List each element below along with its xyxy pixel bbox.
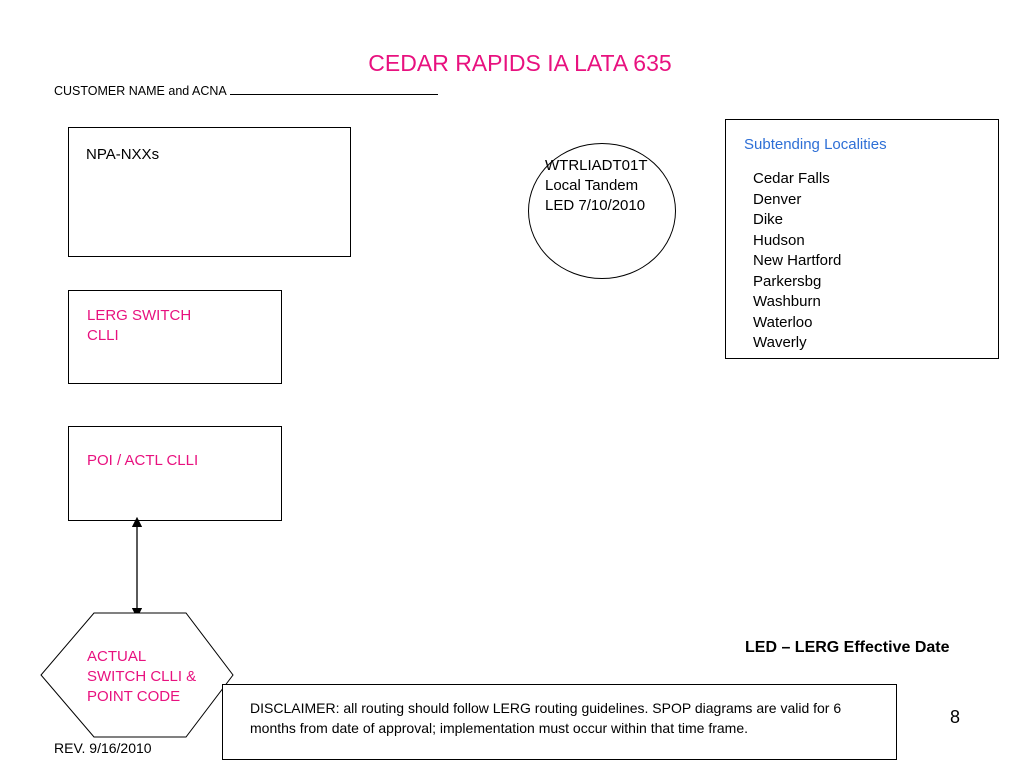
poi-actl-clli-box: POI / ACTL CLLI <box>68 426 282 521</box>
list-item: Parkersbg <box>753 272 822 290</box>
list-item: Cedar Falls <box>753 170 830 187</box>
actual-switch-hexagon <box>40 612 234 738</box>
disclaimer-box: DISCLAIMER: all routing should follow LE… <box>222 684 897 760</box>
disclaimer-text: DISCLAIMER: all routing should follow LE… <box>250 700 842 736</box>
customer-name-acna-field: CUSTOMER NAME and ACNA <box>54 83 438 98</box>
npa-nxx-box: NPA-NXXs <box>68 127 351 257</box>
list-item: Hudson <box>753 231 805 249</box>
tandem-type: Local Tandem <box>545 177 639 194</box>
lerg-label-line1: LERG SWITCH <box>87 307 192 324</box>
list-item: Washburn <box>753 293 821 310</box>
subtending-localities-list: Cedar Falls Denver Dike Hudson New Hartf… <box>753 169 841 354</box>
list-item: New Hartford <box>753 252 842 269</box>
page-number: 8 <box>950 707 961 727</box>
subtending-localities-box: Subtending Localities Cedar Falls Denver… <box>725 119 999 359</box>
tandem-label: WTRLIADT01T Local Tandem LED 7/10/2010 <box>545 156 648 216</box>
actual-switch-label: ACTUAL SWITCH CLLI & POINT CODE <box>87 647 196 707</box>
led-definition: LED – LERG Effective Date <box>745 639 950 656</box>
lerg-label-line2: CLLI <box>87 327 119 344</box>
npa-nxx-label: NPA-NXXs <box>86 146 160 163</box>
revision-date: REV. 9/16/2010 <box>54 740 152 756</box>
lerg-switch-clli-label: LERG SWITCH CLLI <box>87 306 191 346</box>
customer-name-blank-line <box>229 83 438 95</box>
actual-switch-line2: SWITCH CLLI & <box>87 668 197 685</box>
tandem-led: LED 7/10/2010 <box>545 197 646 214</box>
actual-switch-line3: POINT CODE <box>87 688 181 705</box>
customer-name-label: CUSTOMER NAME and ACNA <box>54 84 227 98</box>
tandem-clli: WTRLIADT01T <box>545 157 648 174</box>
actual-switch-line1: ACTUAL <box>87 648 147 665</box>
diagram-title: CEDAR RAPIDS IA LATA 635 <box>368 50 672 76</box>
subtending-localities-heading: Subtending Localities <box>744 136 887 153</box>
list-item: Waterloo <box>753 313 813 331</box>
lerg-switch-clli-box: LERG SWITCH CLLI <box>68 290 282 384</box>
list-item: Waverly <box>753 334 807 351</box>
list-item: Dike <box>753 211 784 228</box>
list-item: Denver <box>753 190 802 208</box>
poi-actl-clli-label: POI / ACTL CLLI <box>87 452 199 469</box>
local-tandem-node: WTRLIADT01T Local Tandem LED 7/10/2010 <box>528 143 676 279</box>
